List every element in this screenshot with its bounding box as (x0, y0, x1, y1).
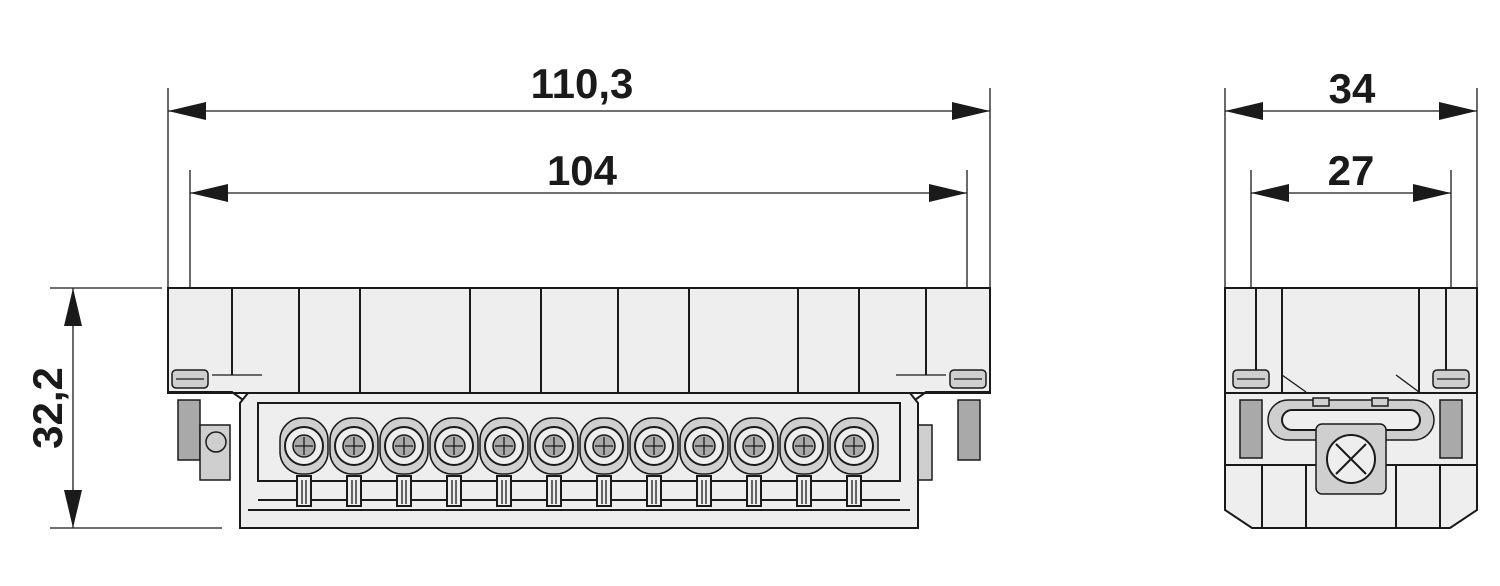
housing-top (167, 287, 991, 394)
screw-terminal (579, 417, 629, 507)
right-locking-screw (896, 369, 990, 481)
left-locking-screw (168, 369, 262, 481)
screw-terminal (329, 417, 379, 507)
housing-ribs (231, 288, 927, 393)
screw-terminals (279, 417, 879, 507)
dimension-height: 32,2 (24, 287, 222, 529)
screw-terminal (629, 417, 679, 507)
dimension-mounting-width: 104 (189, 147, 968, 375)
screw-terminal (279, 417, 329, 507)
screw-terminal (729, 417, 779, 507)
screw-terminal (479, 417, 529, 507)
overall-width-label: 110,3 (531, 60, 634, 107)
dimension-overall-depth: 34 (1224, 65, 1478, 288)
dimension-mounting-depth: 27 (1250, 147, 1452, 375)
screw-terminal (679, 417, 729, 507)
side-view (1224, 287, 1478, 529)
side-center-screw-icon (1315, 423, 1387, 495)
mounting-depth-label: 27 (1328, 147, 1375, 194)
mounting-width-label: 104 (547, 147, 618, 194)
side-left-locking-screw (1232, 369, 1270, 459)
screw-terminal (829, 417, 879, 507)
screw-terminal (429, 417, 479, 507)
screw-terminal (379, 417, 429, 507)
dimension-overall-width: 110,3 (167, 60, 991, 288)
front-view (167, 287, 991, 529)
overall-depth-label: 34 (1329, 65, 1376, 112)
screw-terminal (529, 417, 579, 507)
screw-terminal (779, 417, 829, 507)
side-right-locking-screw (1432, 369, 1470, 459)
height-label: 32,2 (24, 367, 71, 449)
